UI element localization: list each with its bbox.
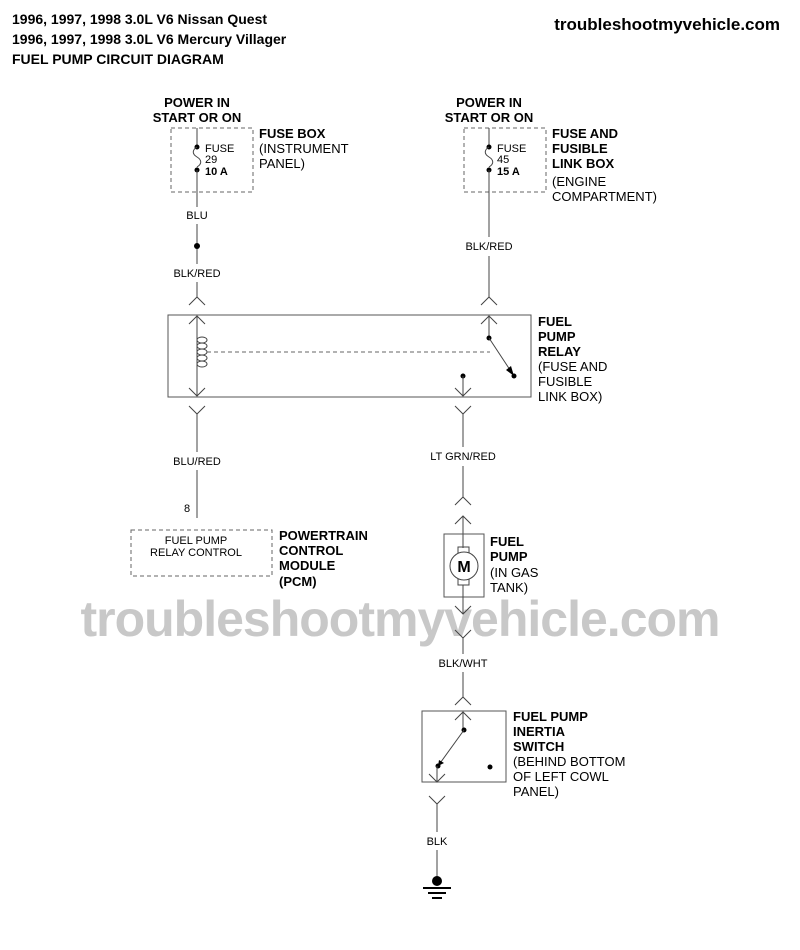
- connector-icon: [454, 696, 472, 706]
- splice-dot: [194, 243, 200, 249]
- motor-symbol: M: [457, 559, 470, 576]
- pcm-pin-number: 8: [184, 503, 190, 515]
- title-line-2: 1996, 1997, 1998 3.0L V6 Mercury Village…: [12, 31, 287, 47]
- left-fuse-rating: 10 A: [205, 166, 228, 178]
- fusible-box-label-3: LINK BOX: [552, 156, 614, 171]
- fuse-45-icon: [484, 128, 494, 173]
- inertia-label-1: FUEL PUMP: [513, 709, 588, 724]
- pump-label-1: FUEL: [490, 534, 524, 549]
- inertia-label-4: (BEHIND BOTTOM: [513, 754, 625, 769]
- wire-label-lt-grn-red: LT GRN/RED: [430, 451, 496, 463]
- fuse-29-icon: [192, 128, 202, 173]
- left-power-line-2: START OR ON: [153, 110, 242, 125]
- right-fuse-rating: 15 A: [497, 166, 520, 178]
- fusible-box-label-2: FUSIBLE: [552, 141, 608, 156]
- inertia-label-6: PANEL): [513, 784, 559, 799]
- wire-label-blk-red-left: BLK/RED: [173, 268, 220, 280]
- fuse-box-label-1: FUSE BOX: [259, 126, 326, 141]
- pcm-box-outline: [130, 529, 273, 577]
- inertia-switch-box: [421, 710, 507, 783]
- inertia-switch-icon: [428, 711, 493, 783]
- fusible-box-label-1: FUSE AND: [552, 126, 618, 141]
- title-line-3: FUEL PUMP CIRCUIT DIAGRAM: [12, 51, 224, 67]
- left-fuse-number: 29: [205, 154, 217, 166]
- fuse-box-label-2: (INSTRUMENT: [259, 141, 349, 156]
- wire-label-blk-wht: BLK/WHT: [439, 658, 488, 670]
- right-power-line-1: POWER IN: [456, 95, 522, 110]
- title-line-1: 1996, 1997, 1998 3.0L V6 Nissan Quest: [12, 11, 267, 27]
- right-fuse-box-outline: [463, 127, 547, 193]
- connector-icon: [480, 296, 498, 306]
- pcm-label-1: POWERTRAIN: [279, 528, 368, 543]
- inertia-label-3: SWITCH: [513, 739, 564, 754]
- connector-icon: [454, 605, 472, 615]
- connector-icon: [428, 795, 446, 805]
- right-fuse-label: FUSE: [497, 143, 526, 155]
- inertia-label-2: INERTIA: [513, 724, 566, 739]
- fuel-pump-box: [443, 533, 485, 598]
- wire-label-blk: BLK: [427, 836, 448, 848]
- pump-label-2: PUMP: [490, 549, 528, 564]
- site-name: troubleshootmyvehicle.com: [554, 15, 780, 34]
- connector-icon: [188, 296, 206, 306]
- relay-label-2: PUMP: [538, 329, 576, 344]
- pump-label-4: TANK): [490, 580, 528, 595]
- wire-label-blk-red-right: BLK/RED: [465, 241, 512, 253]
- watermark: troubleshootmyvehicle.com: [80, 591, 719, 647]
- fuse-box-label-3: PANEL): [259, 156, 305, 171]
- relay-label-3: RELAY: [538, 344, 581, 359]
- pcm-label-3: MODULE: [279, 558, 336, 573]
- fusible-box-label-5: COMPARTMENT): [552, 189, 657, 204]
- fusible-box-label-4: (ENGINE: [552, 174, 607, 189]
- fuel-pump-relay-box: [167, 314, 532, 398]
- connector-icon: [188, 405, 206, 415]
- ground-icon: [423, 876, 451, 899]
- relay-label-5: FUSIBLE: [538, 374, 593, 389]
- pcm-circuit-line-1: FUEL PUMP: [165, 535, 228, 547]
- pcm-circuit-line-2: RELAY CONTROL: [150, 547, 242, 559]
- wire-label-blu-red: BLU/RED: [173, 456, 221, 468]
- wire-label-blu: BLU: [186, 210, 207, 222]
- motor-icon: M: [449, 546, 479, 586]
- pump-label-3: (IN GAS: [490, 565, 539, 580]
- relay-label-6: LINK BOX): [538, 389, 602, 404]
- pcm-label-2: CONTROL: [279, 543, 343, 558]
- connector-icon: [454, 496, 472, 506]
- inertia-label-5: OF LEFT COWL: [513, 769, 609, 784]
- relay-label-1: FUEL: [538, 314, 572, 329]
- pcm-label-4: (PCM): [279, 574, 317, 589]
- relay-coil-icon: [188, 315, 208, 397]
- relay-label-4: (FUSE AND: [538, 359, 607, 374]
- relay-switch-icon: [454, 315, 517, 397]
- left-fuse-box-outline: [170, 127, 254, 193]
- connector-icon: [454, 405, 472, 415]
- left-fuse-label: FUSE: [205, 143, 234, 155]
- left-power-line-1: POWER IN: [164, 95, 230, 110]
- right-power-line-2: START OR ON: [445, 110, 534, 125]
- right-fuse-number: 45: [497, 154, 509, 166]
